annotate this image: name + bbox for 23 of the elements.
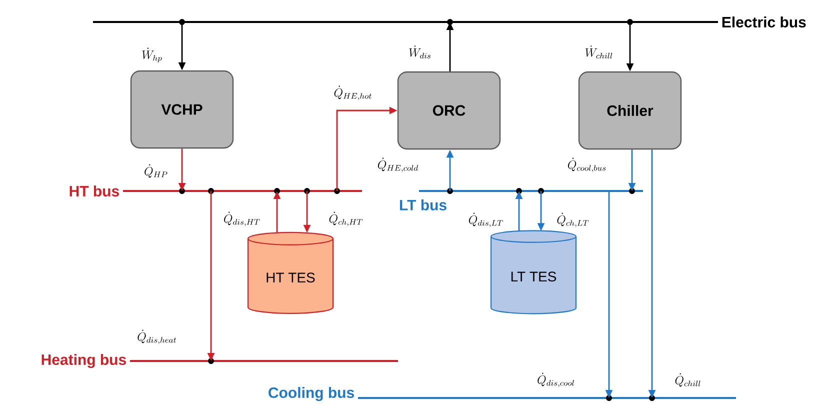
- edge-label: $\dot{Q}_{HP}$: [144, 164, 168, 178]
- edge-label: $\dot{W}_{chill}$: [585, 46, 612, 58]
- edge-label: $\dot{W}_{dis}$: [409, 46, 430, 58]
- edge-label: $\dot{Q}_{dis,LT}$: [468, 212, 503, 228]
- storage-tank: HT TES: [247, 232, 334, 314]
- edge-label: $\dot{Q}_{dis,cool}$: [538, 372, 574, 388]
- process-box: ORC: [397, 71, 501, 150]
- process-box: Chiller: [578, 71, 682, 150]
- bus-line: Electric bus: [93, 16, 806, 28]
- storage-tank: LT TES: [490, 230, 577, 314]
- bus-line: Heating bus: [42, 354, 398, 368]
- edge-label: $\dot{Q}_{ch,HT}$: [329, 212, 363, 226]
- edge-label: $\dot{Q}_{dis,HT}$: [224, 212, 260, 226]
- edge-label: $\dot{Q}_{HE,hot}$: [334, 86, 372, 100]
- edge-label: $\dot{Q}_{cool,bus}$: [568, 158, 606, 172]
- bus-line: Cooling bus: [268, 386, 736, 402]
- process-box: VCHP: [130, 70, 234, 149]
- edge-label: $\dot{Q}_{ch,LT}$: [557, 212, 589, 228]
- edge-label: $\dot{Q}_{chill}$: [675, 373, 700, 387]
- edge-label: $\dot{Q}_{HE,cold}$: [378, 158, 418, 172]
- bus-line: LT bus: [400, 190, 643, 210]
- edge-label: $\dot{Q}_{dis,heat}$: [138, 330, 176, 344]
- edge-label: $\dot{W}_{hp}$: [142, 48, 162, 62]
